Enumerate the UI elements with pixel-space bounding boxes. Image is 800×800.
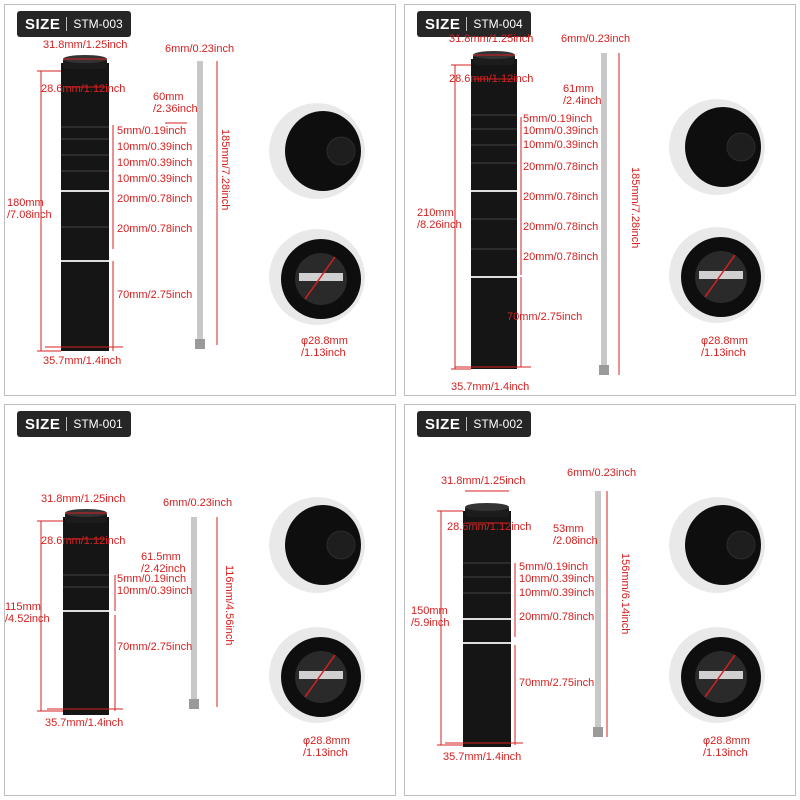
bore-closeup-photo bbox=[269, 229, 365, 325]
cap-closeup-photo bbox=[669, 497, 765, 593]
spacer-label: 10mm/0.39inch bbox=[117, 141, 193, 153]
spacer-label: 20mm/0.78inch bbox=[523, 191, 599, 203]
base-length-label: 70mm/2.75inch bbox=[117, 641, 193, 653]
inner-diameter-label: 28.6mm/1.12inch bbox=[449, 73, 534, 85]
bore-diameter-label: φ28.8mm /1.13inch bbox=[703, 735, 750, 759]
badge-divider bbox=[66, 17, 68, 31]
spacer-label: 20mm/0.78inch bbox=[523, 221, 599, 233]
badge-divider bbox=[466, 417, 468, 431]
size-badge: SIZE STM-002 bbox=[417, 411, 531, 437]
size-label: SIZE bbox=[25, 415, 61, 433]
spacer-label: 5mm/0.19inch bbox=[117, 125, 187, 137]
bolt-diameter-label: 6mm/0.23inch bbox=[163, 497, 233, 509]
spacer-label: 5mm/0.19inch bbox=[117, 573, 187, 585]
cap-closeup-photo bbox=[669, 99, 765, 195]
spacer-label: 5mm/0.19inch bbox=[519, 561, 589, 573]
stem-extender-photo bbox=[37, 55, 218, 352]
top-diameter-label: 31.8mm/1.25inch bbox=[441, 475, 526, 487]
top-diameter-label: 31.8mm/1.25inch bbox=[43, 39, 128, 51]
spacer-label: 10mm/0.39inch bbox=[117, 157, 193, 169]
spacer-label: 20mm/0.78inch bbox=[523, 161, 599, 173]
spacer-label: 10mm/0.39inch bbox=[523, 139, 599, 151]
bottom-diameter-label: 35.7mm/1.4inch bbox=[451, 381, 530, 393]
bolt-length-label: 116mm/4.56inch bbox=[223, 565, 235, 646]
spacer-label: 10mm/0.39inch bbox=[519, 573, 595, 585]
bolt-exposed-label: 61.5mm /2.42inch bbox=[141, 551, 186, 575]
base-length-label: 70mm/2.75inch bbox=[519, 677, 595, 689]
cap-closeup-photo bbox=[269, 103, 365, 199]
bolt-exposed-label: 61mm /2.4inch bbox=[563, 83, 602, 107]
size-badge: SIZE STM-003 bbox=[17, 11, 131, 37]
bore-closeup-photo bbox=[669, 627, 765, 723]
inner-diameter-label: 28.6mm/1.12inch bbox=[447, 521, 532, 533]
bottom-diameter-label: 35.7mm/1.4inch bbox=[45, 717, 124, 729]
total-height-label: 150mm /5.9inch bbox=[411, 605, 450, 629]
badge-divider bbox=[466, 17, 468, 31]
bolt-length-label: 185mm/7.28inch bbox=[219, 129, 231, 211]
base-length-label: 70mm/2.75inch bbox=[507, 311, 583, 323]
bolt-exposed-label: 60mm /2.36inch bbox=[153, 91, 198, 115]
bottom-diameter-label: 35.7mm/1.4inch bbox=[43, 355, 122, 367]
cap-closeup-photo bbox=[269, 497, 365, 593]
top-diameter-label: 31.8mm/1.25inch bbox=[41, 493, 126, 505]
spacer-label: 10mm/0.39inch bbox=[117, 585, 193, 597]
total-height-label: 115mm /4.52inch bbox=[5, 601, 50, 625]
bore-closeup-photo bbox=[269, 627, 365, 723]
stem-extender-photo bbox=[451, 51, 620, 375]
spacer-label: 10mm/0.39inch bbox=[519, 587, 595, 599]
stem-extender-photo bbox=[37, 509, 218, 715]
bolt-diameter-label: 6mm/0.23inch bbox=[567, 467, 637, 479]
inner-diameter-label: 28.6mm/1.12inch bbox=[41, 83, 126, 95]
size-badge: SIZE STM-001 bbox=[17, 411, 131, 437]
spacer-label: 20mm/0.78inch bbox=[523, 251, 599, 263]
base-length-label: 70mm/2.75inch bbox=[117, 289, 193, 301]
spacer-label: 10mm/0.39inch bbox=[117, 173, 193, 185]
spacer-label: 5mm/0.19inch bbox=[523, 113, 593, 125]
size-label: SIZE bbox=[25, 15, 61, 33]
size-label: SIZE bbox=[425, 415, 461, 433]
panel-stm-003: SIZE STM-003 31.8mm/1.25inch 28.6mm/1.12… bbox=[4, 4, 396, 396]
bottom-diameter-label: 35.7mm/1.4inch bbox=[443, 751, 522, 763]
spacer-label: 20mm/0.78inch bbox=[117, 193, 193, 205]
spacer-label: 10mm/0.39inch bbox=[523, 125, 599, 137]
panel-stm-004: SIZE STM-004 31.8mm/1.25inch 28.6mm/1.12… bbox=[404, 4, 796, 396]
model-label: STM-002 bbox=[473, 417, 523, 431]
panel-stm-001: SIZE STM-001 31.8mm/1.25inch 28.6mm/1.12… bbox=[4, 404, 396, 796]
model-label: STM-001 bbox=[73, 417, 123, 431]
bolt-length-label: 185mm/7.28inch bbox=[629, 167, 641, 249]
inner-diameter-label: 28.6mm/1.12inch bbox=[41, 535, 126, 547]
model-label: STM-003 bbox=[73, 17, 123, 31]
bore-diameter-label: φ28.8mm /1.13inch bbox=[301, 335, 348, 359]
total-height-label: 210mm /8.26inch bbox=[417, 207, 462, 231]
spacer-label: 20mm/0.78inch bbox=[519, 611, 595, 623]
badge-divider bbox=[66, 417, 68, 431]
model-label: STM-004 bbox=[473, 17, 523, 31]
bore-closeup-photo bbox=[669, 227, 765, 323]
size-badge: SIZE STM-004 bbox=[417, 11, 531, 37]
bolt-length-label: 156mm/6.14inch bbox=[619, 553, 631, 635]
spacer-label: 20mm/0.78inch bbox=[117, 223, 193, 235]
total-height-label: 180mm /7.08inch bbox=[7, 197, 52, 221]
bore-diameter-label: φ28.8mm /1.13inch bbox=[303, 735, 350, 759]
size-label: SIZE bbox=[425, 15, 461, 33]
bolt-diameter-label: 6mm/0.23inch bbox=[165, 43, 235, 55]
bolt-diameter-label: 6mm/0.23inch bbox=[561, 33, 631, 45]
panel-stm-002: SIZE STM-002 31.8mm/1.25inch 28.6mm/1.12… bbox=[404, 404, 796, 796]
bore-diameter-label: φ28.8mm /1.13inch bbox=[701, 335, 748, 359]
top-diameter-label: 31.8mm/1.25inch bbox=[449, 33, 534, 45]
bolt-exposed-label: 53mm /2.08inch bbox=[553, 523, 598, 547]
stem-extender-photo bbox=[437, 490, 608, 747]
